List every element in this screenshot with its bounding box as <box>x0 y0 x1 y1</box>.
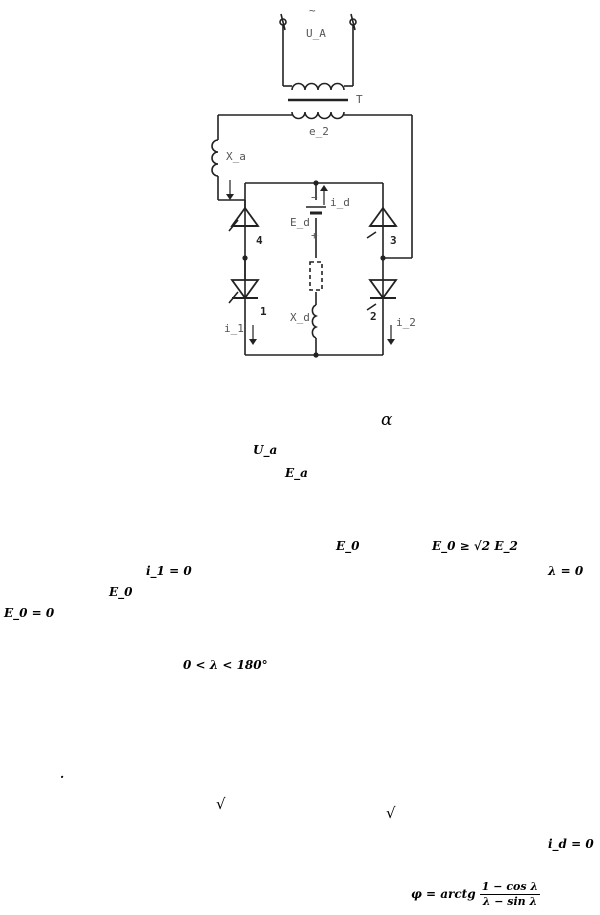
formula-phi: φ = arctg 1 − cos λ λ − sin λ <box>411 880 541 909</box>
formula-ua: U_a <box>253 443 278 457</box>
formula-phi-numerator: 1 − cos λ <box>479 880 541 895</box>
label-t3: 3 <box>390 234 397 247</box>
formula-ea: E_a <box>285 466 308 480</box>
label-plus: + <box>311 229 318 242</box>
node-left <box>242 255 248 261</box>
thyristor-1 <box>230 279 260 300</box>
node-bottom-mid <box>313 352 319 358</box>
formula-phi-denominator: λ − sin λ <box>482 895 538 908</box>
inductor-xa <box>211 139 219 177</box>
arrow-i1-head <box>249 339 257 345</box>
formula-lambda-range: 0 < λ < 180° <box>183 658 268 672</box>
label-t4: 4 <box>256 234 263 247</box>
formula-sqrt-1: √ <box>216 795 226 813</box>
formula-e0-zero: E_0 = 0 <box>4 606 55 620</box>
formula-i1-zero: i_1 = 0 <box>146 564 192 578</box>
inductor-xd <box>311 304 318 339</box>
formula-inequality: E_0 ≥ √2 E_2 <box>432 539 518 553</box>
label-ed: E_d <box>290 216 310 229</box>
arrow-id-head <box>320 185 328 191</box>
label-source: U_A <box>306 27 326 40</box>
label-tilde: ~ <box>309 4 316 17</box>
formula-id-zero: i_d = 0 <box>548 837 594 851</box>
formula-lambda-zero: λ = 0 <box>548 564 584 578</box>
arrow-xa-head <box>226 194 234 200</box>
formula-dot: . <box>60 767 65 781</box>
resistor-box <box>309 261 323 291</box>
label-i1: i_1 <box>224 322 244 335</box>
thyristor-2 <box>368 279 398 300</box>
label-xa: X_a <box>226 150 246 163</box>
arrow-i2-head <box>387 339 395 345</box>
label-t2: 2 <box>370 310 377 323</box>
node-right <box>380 255 386 261</box>
formula-e0: E_0 <box>336 539 360 553</box>
inverter-circuit-diagram: ~ U_A T e_2 X_a i_d − E_d + 4 3 1 2 X_d … <box>211 4 416 358</box>
label-t1: 1 <box>260 305 267 318</box>
transformer-secondary-winding <box>291 111 345 120</box>
label-minus: − <box>311 191 318 204</box>
formula-phi-fraction: 1 − cos λ λ − sin λ <box>479 880 541 909</box>
formula-e0-b: E_0 <box>109 585 133 599</box>
formula-alpha: α <box>381 410 393 430</box>
label-xd: X_d <box>290 311 310 324</box>
label-id: i_d <box>330 196 350 209</box>
label-transformer: T <box>356 93 363 106</box>
transformer-primary-winding <box>291 82 345 91</box>
formula-sqrt-2: √ <box>386 804 396 822</box>
formula-phi-lhs: φ = arctg <box>411 887 476 901</box>
label-i2: i_2 <box>396 316 416 329</box>
node-top-mid <box>313 180 319 186</box>
label-secondary: e_2 <box>309 125 329 138</box>
